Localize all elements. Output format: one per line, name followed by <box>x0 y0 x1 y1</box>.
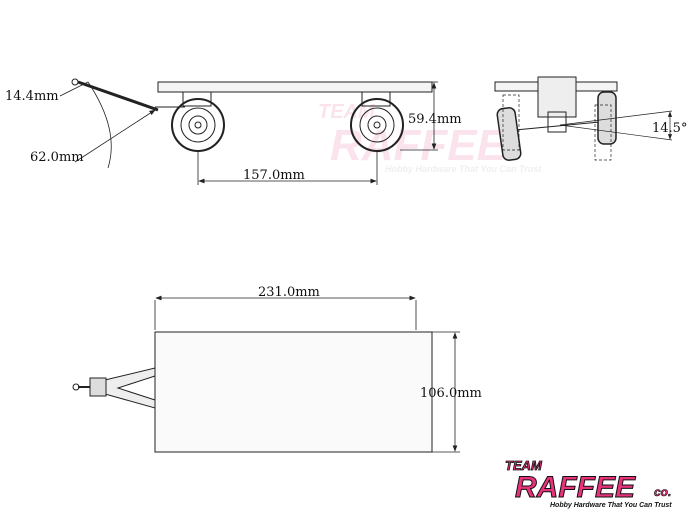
svg-text:Hobby Hardware That You Can Tr: Hobby Hardware That You Can Trust <box>550 502 672 509</box>
svg-text:TEAM: TEAM <box>318 101 376 123</box>
front-wheel-side <box>350 98 404 152</box>
svg-text:TEAM: TEAM <box>505 458 543 473</box>
side-view <box>59 78 438 185</box>
dim-width: 106.0mm <box>420 386 482 401</box>
dim-wheelbase: 157.0mm <box>243 168 305 183</box>
dim-tow-hitch: 14.4mm <box>5 89 59 104</box>
dim-height: 59.4mm <box>408 112 462 127</box>
svg-text:RAFFEE: RAFFEE <box>330 121 508 170</box>
team-raffee-logo: TEAM RAFFEE co. Hobby Hardware That You … <box>505 458 673 509</box>
svg-text:RAFFEE: RAFFEE <box>515 471 636 504</box>
dim-tow-bar-length: 62.0mm <box>30 150 84 165</box>
dim-steering-angle: 14.5° <box>652 121 687 136</box>
svg-text:co.: co. <box>654 485 671 499</box>
top-view <box>72 295 460 453</box>
svg-text:Hobby Hardware That You Can Tr: Hobby Hardware That You Can Trust <box>385 164 542 174</box>
front-view <box>494 76 673 161</box>
dim-length: 231.0mm <box>258 285 320 300</box>
rear-wheel-side <box>171 98 225 152</box>
